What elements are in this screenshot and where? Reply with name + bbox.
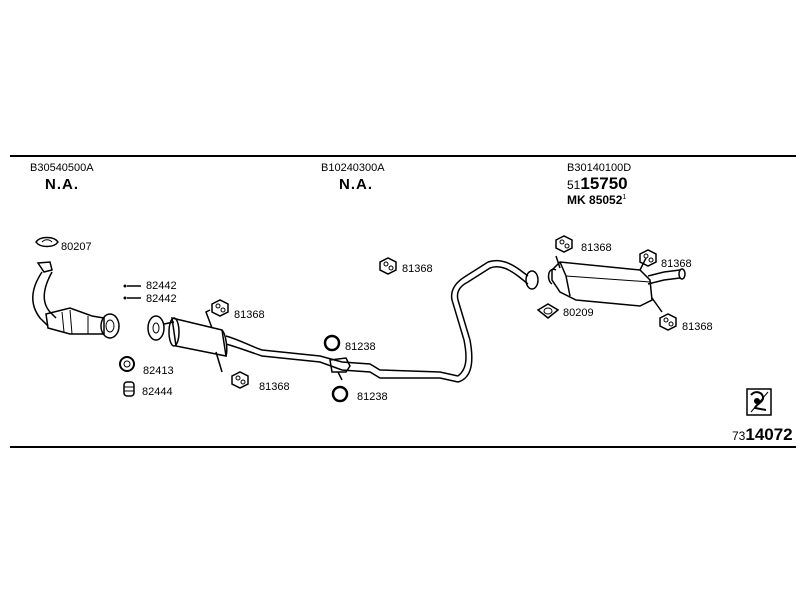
- label-82442-a: 82442: [146, 280, 177, 292]
- label-81368-front-top: 81368: [234, 309, 265, 321]
- label-81368-front-bottom: 81368: [259, 381, 290, 393]
- ref-main: 14072: [745, 425, 793, 444]
- label-80207: 80207: [61, 241, 92, 253]
- hanger-81368-front-top-icon: [211, 299, 229, 317]
- hanger-81368-rear-right-icon: [639, 249, 657, 267]
- label-81368-rear-left: 81368: [581, 242, 612, 254]
- col1-part-code: B30540500A: [30, 162, 94, 174]
- label-81238-top: 81238: [345, 341, 376, 353]
- hanger-81368-front-bottom-icon: [231, 371, 249, 389]
- clamp-82442-b-icon: [123, 296, 141, 300]
- diagram-reference-number: 7314072: [732, 425, 793, 445]
- col3-mk-label: MK: [567, 193, 586, 207]
- col3-num-prefix: 51: [567, 178, 581, 192]
- clamp-82442-a-icon: [123, 284, 141, 288]
- hanger-81368-rear-left-icon: [555, 235, 573, 253]
- middle-muffler: [147, 309, 228, 373]
- hanger-81368-mid-icon: [379, 257, 397, 275]
- bottom-divider: [10, 446, 796, 448]
- label-82444: 82444: [142, 386, 173, 398]
- label-80209: 80209: [563, 307, 594, 319]
- label-82413: 82413: [143, 365, 174, 377]
- col3-part-code: B30140100D: [567, 162, 632, 174]
- label-81238-bottom: 81238: [357, 391, 388, 403]
- label-82442-b: 82442: [146, 293, 177, 305]
- label-81368-rear-right: 81368: [661, 258, 692, 270]
- label-81368-mid: 81368: [402, 263, 433, 275]
- top-divider: [10, 155, 796, 157]
- ring-82413-icon: [119, 356, 135, 372]
- col3-part-number: 5115750: [567, 174, 628, 194]
- gasket-80207-icon: [35, 236, 59, 248]
- intermediate-pipe: [225, 259, 539, 383]
- col3-num-main: 15750: [580, 174, 628, 193]
- label-81368-rear-bottom: 81368: [682, 321, 713, 333]
- col3-mk-number: MK 850521: [567, 193, 626, 207]
- ring-81238-top-icon: [323, 334, 341, 352]
- ref-prefix: 73: [732, 429, 746, 443]
- front-pipe-catalyst: [32, 261, 120, 339]
- spring-82444-icon: [123, 381, 135, 397]
- ring-81238-bottom-icon: [331, 385, 349, 403]
- col1-status: N.A.: [45, 176, 79, 193]
- catalog-logo-icon: [746, 388, 772, 416]
- hanger-81368-rear-bottom-icon: [659, 313, 677, 331]
- col3-mk-sup: 1: [622, 194, 627, 201]
- col3-mk-num: 85052: [589, 193, 623, 207]
- rear-muffler: [547, 255, 686, 313]
- col2-part-code: B10240300A: [321, 162, 385, 174]
- gasket-80209-icon: [536, 303, 560, 319]
- col2-status: N.A.: [339, 176, 373, 193]
